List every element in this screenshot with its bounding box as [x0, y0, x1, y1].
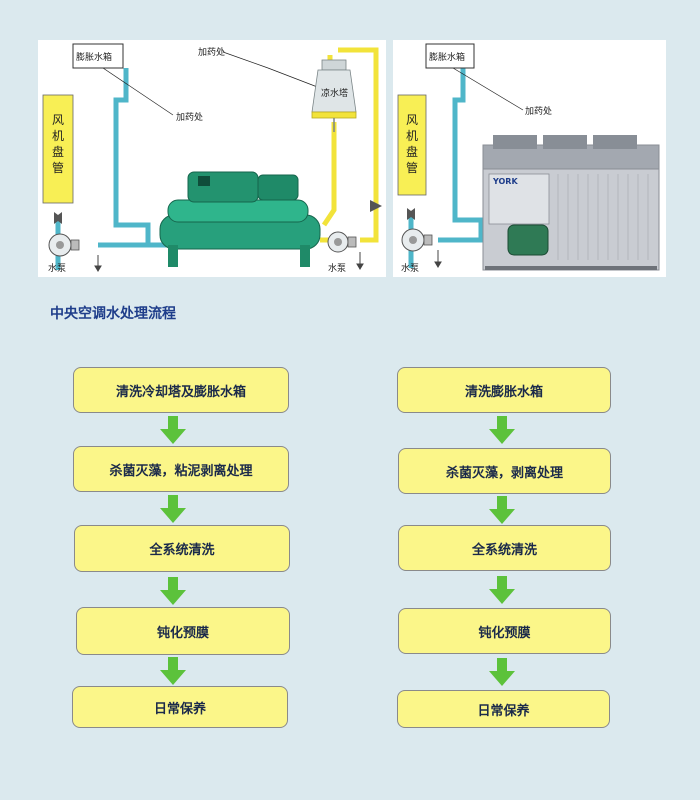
- flow-left-arrow-1: [160, 416, 186, 444]
- flow-right-arrow-4: [489, 658, 515, 686]
- expansion-tank-box: [72, 43, 124, 69]
- valve-shapes: [54, 200, 382, 224]
- cooling-tower-label: 凉水塔: [321, 89, 349, 99]
- pump-left-shape: [48, 233, 80, 257]
- flow-right-step-2: 杀菌灭藻，剥离处理: [398, 448, 611, 494]
- pump-shape: [401, 228, 433, 252]
- cooling-water-pipes: [320, 47, 379, 243]
- air-cooled-chiller-unit: [482, 135, 660, 271]
- expansion-tank-label: 膨胀水箱: [429, 53, 466, 63]
- fan-coil-box: [42, 94, 74, 204]
- pump-right-label: 水泵: [328, 264, 347, 274]
- dosing-label-top: 加药处: [198, 48, 226, 58]
- air-cooled-schematic: [397, 43, 660, 271]
- flow-right-arrow-3: [489, 576, 515, 604]
- section-title: 中央空调水处理流程: [50, 306, 176, 322]
- diagram-water-cooled-system: 膨胀水箱 加药处 加药处 凉水塔 风机盘管 水泵 水泵: [38, 40, 386, 277]
- flow-right-step-5: 日常保养: [397, 690, 610, 728]
- water-cooled-schematic: [42, 43, 382, 272]
- valve-shapes: [407, 208, 415, 220]
- cooling-tower-shape: [311, 59, 357, 132]
- flow-left-arrow-3: [160, 577, 186, 605]
- expansion-tank-label: 膨胀水箱: [76, 53, 113, 63]
- pump-right-shape: [327, 231, 357, 253]
- dosing-label: 加药处: [525, 107, 553, 117]
- drain-arrows: [94, 252, 364, 272]
- fan-coil-label: 风机盘管: [405, 113, 418, 175]
- pump-left-label: 水泵: [48, 264, 67, 274]
- unit-brand-logo: YORK: [493, 177, 518, 186]
- diagram-air-cooled-system: 膨胀水箱 加药处 风机盘管 水泵 YORK: [393, 40, 666, 277]
- flow-right-step-1: 清洗膨胀水箱: [397, 367, 611, 413]
- flow-left-arrow-2: [160, 495, 186, 523]
- fan-coil-label: 风机盘管: [51, 113, 64, 175]
- dosing-label-mid: 加药处: [176, 113, 204, 123]
- flow-right-step-3: 全系统清洗: [398, 525, 611, 571]
- flow-left-step-3: 全系统清洗: [74, 525, 290, 572]
- water-chiller-unit: [159, 171, 321, 267]
- flow-left-step-2: 杀菌灭藻，粘泥剥离处理: [73, 446, 289, 492]
- flow-left-step-4: 钝化预膜: [76, 607, 290, 655]
- flow-right-arrow-1: [489, 416, 515, 444]
- drain-arrows: [434, 250, 442, 268]
- pump-label: 水泵: [401, 264, 420, 274]
- flow-left-arrow-4: [160, 657, 186, 685]
- flow-left-step-5: 日常保养: [72, 686, 288, 728]
- flow-left-step-1: 清洗冷却塔及膨胀水箱: [73, 367, 289, 413]
- flow-right-arrow-2: [489, 496, 515, 524]
- flow-right-step-4: 钝化预膜: [398, 608, 611, 654]
- expansion-tank-box: [425, 43, 475, 69]
- fan-coil-box: [397, 94, 427, 196]
